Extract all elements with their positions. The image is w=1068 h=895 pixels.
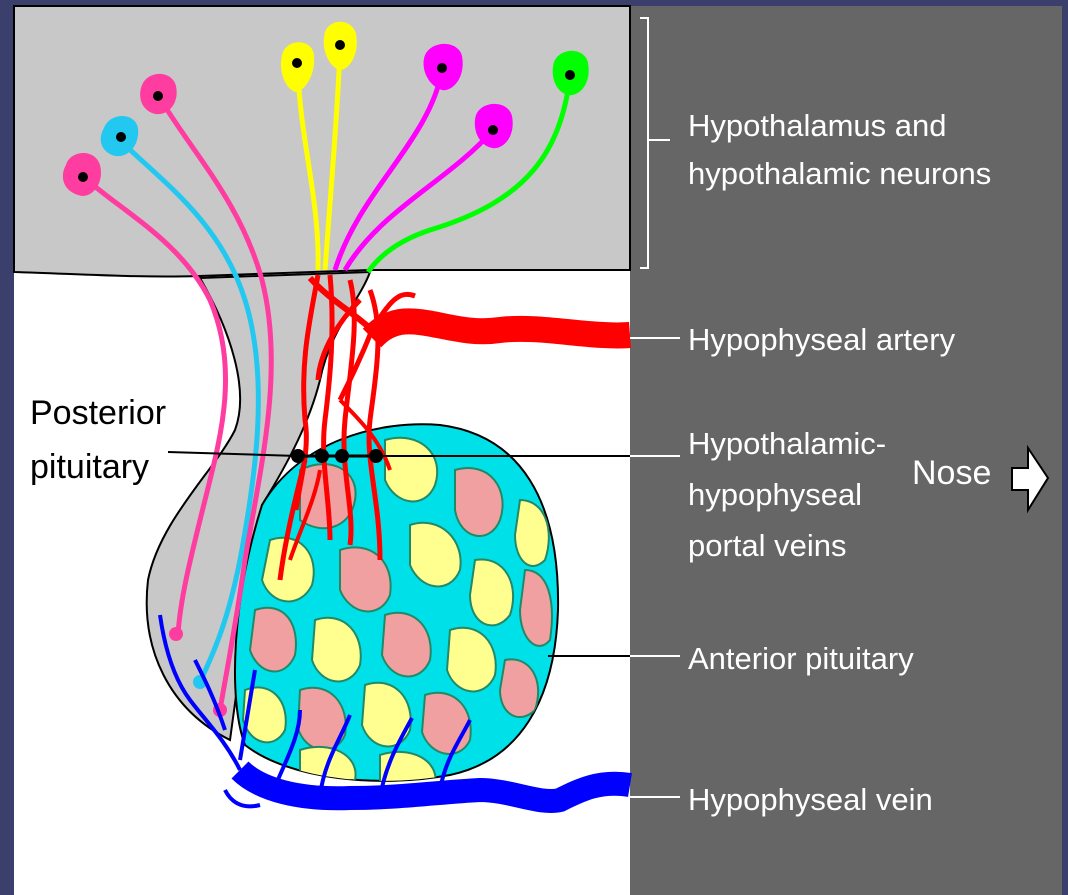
label-hypophyseal-vein: Hypophyseal vein	[688, 782, 933, 817]
label-portal-line1: Hypothalamic-	[688, 426, 886, 461]
label-portal-line2: hypophyseal	[688, 477, 862, 512]
label-portal-line3: portal veins	[688, 528, 847, 563]
label-hypothalamus-line1: Hypothalamus and	[688, 108, 947, 143]
label-anterior-pituitary: Anterior pituitary	[688, 641, 914, 676]
label-posterior-line1: Posterior	[30, 394, 166, 432]
label-hypothalamus-line2: hypothalamic neurons	[688, 156, 991, 191]
label-nose: Nose	[912, 454, 991, 492]
anterior-pituitary-shape	[235, 424, 558, 785]
label-hypophyseal-artery: Hypophyseal artery	[688, 322, 956, 357]
label-posterior-line2: pituitary	[30, 448, 149, 486]
